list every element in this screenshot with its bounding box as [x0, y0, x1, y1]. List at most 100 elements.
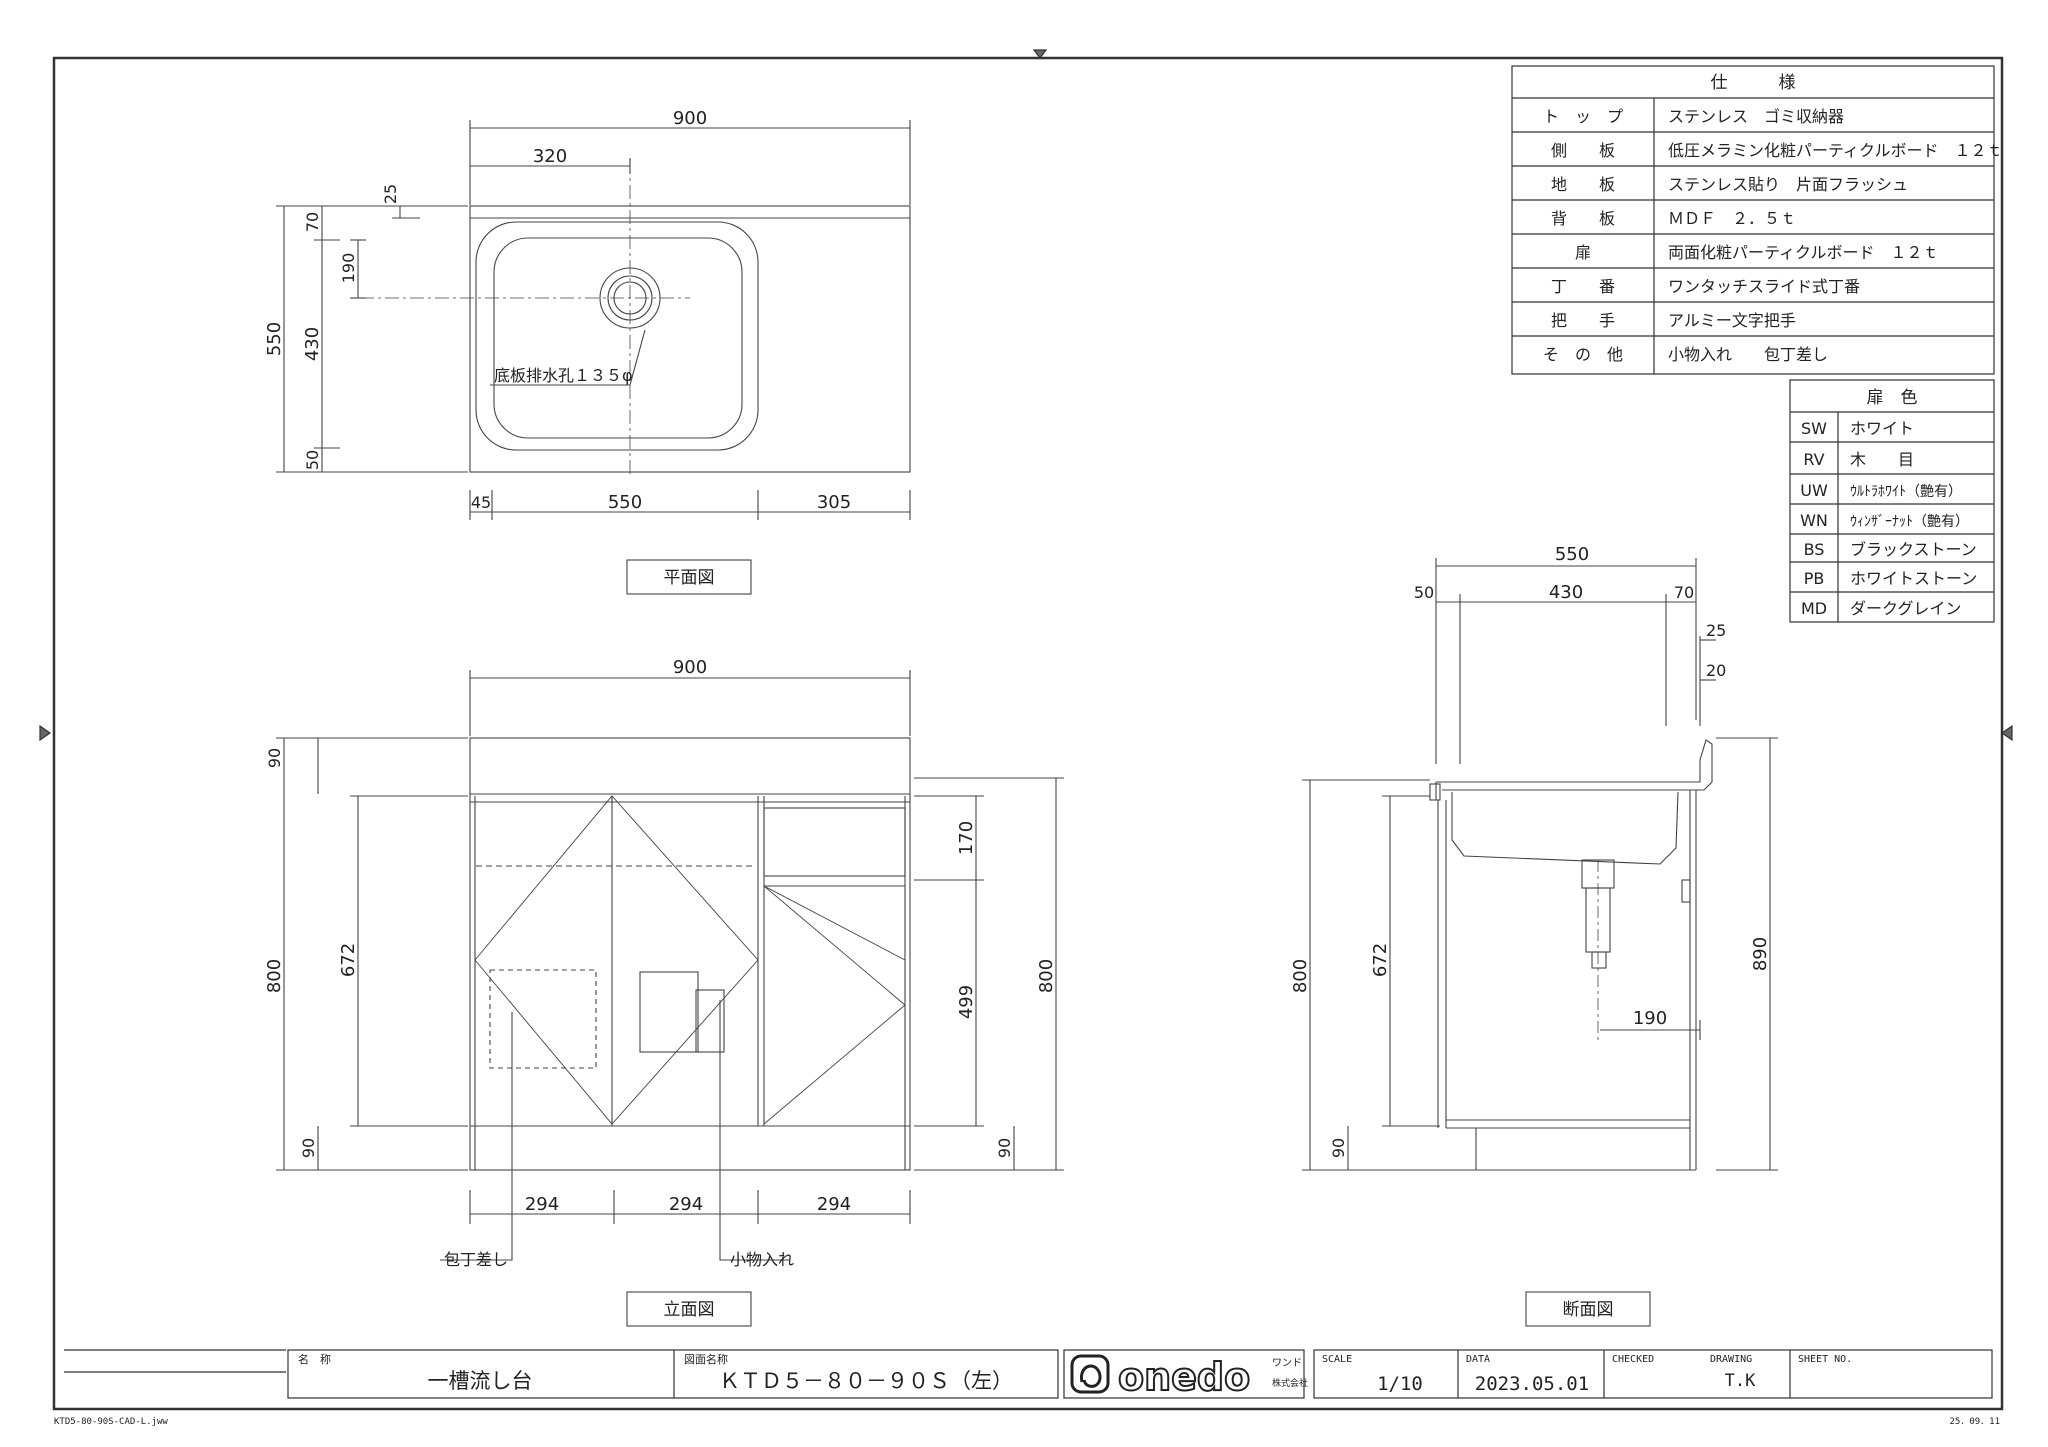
company-logo: onedo	[1118, 1355, 1250, 1399]
color-table-title: 扉 色	[1867, 388, 1918, 408]
onedo-logo-icon	[1070, 1354, 1110, 1394]
spec-label: 丁 番	[1551, 277, 1615, 296]
front-dim-top: 90	[265, 748, 284, 768]
front-dim-bottom: 90	[299, 1138, 318, 1158]
color-code: RV	[1803, 450, 1824, 469]
section-view: 550 50 430 70 25 20 190 800 90 672 890 断…	[1290, 544, 1778, 1327]
color-name: ホワイトストーン	[1850, 569, 1977, 588]
scale-label: SCALE	[1322, 1354, 1352, 1365]
date-value: 2023.05.01	[1475, 1373, 1589, 1395]
checked-label: CHECKED	[1612, 1354, 1654, 1365]
color-code: WN	[1800, 511, 1828, 530]
print-date: 25．09．11	[1949, 1417, 2000, 1427]
plan-view-title: 平面図	[664, 568, 715, 588]
front-view: 900 294 294 294 800 90 90 672 170 499 80…	[264, 657, 1064, 1327]
spec-value: 両面化粧パーティクルボード １２ｔ	[1668, 243, 1939, 262]
section-view-title-box	[1525, 1291, 1651, 1327]
section-dim-70: 70	[1674, 583, 1694, 602]
spec-table-title: 仕 様	[1711, 73, 1796, 93]
front-view-title-box	[626, 1291, 752, 1327]
frame-marker-top	[1032, 49, 1048, 59]
section-dim-bottom: 90	[1329, 1138, 1348, 1158]
spec-value: ＭＤＦ ２．５ｔ	[1668, 209, 1796, 228]
front-dim-w3: 294	[817, 1194, 851, 1215]
date-label: DATA	[1466, 1354, 1490, 1365]
color-code: SW	[1801, 419, 1827, 438]
scale-value: 1/10	[1377, 1373, 1423, 1395]
section-dim-height: 800	[1290, 959, 1311, 993]
spec-label: 扉	[1575, 243, 1591, 262]
front-dim-height-right: 800	[1036, 959, 1057, 993]
spec-table: 仕 様 ト ッ プ ステンレス ゴミ収納器 側 板 低圧メラミン化粧パーティクル…	[1511, 65, 2003, 375]
front-dim-w2: 294	[669, 1194, 703, 1215]
plan-dim-70: 70	[303, 212, 322, 232]
front-dim-bottom-right: 90	[995, 1138, 1014, 1158]
section-dim-drain-offset: 190	[1633, 1008, 1667, 1029]
front-dim-height: 800	[264, 959, 285, 993]
spec-value: 低圧メラミン化粧パーティクルボード １２ｔ	[1668, 141, 2003, 160]
color-name: ブラックストーン	[1850, 540, 1977, 559]
spec-value: ステンレス ゴミ収納器	[1668, 107, 1844, 126]
spec-label: そ の 他	[1543, 345, 1623, 364]
company-logo-sub2: 株式会社	[1272, 1377, 1308, 1389]
spec-label: ト ッ プ	[1543, 107, 1623, 126]
plan-dim-width: 900	[673, 108, 707, 129]
spec-label: 側 板	[1551, 141, 1615, 160]
plan-dim-430: 430	[302, 327, 323, 361]
spec-value: ステンレス貼り 片面フラッシュ	[1668, 175, 1908, 194]
sheet-label: SHEET NO.	[1798, 1354, 1852, 1365]
front-view-title: 立面図	[664, 1300, 715, 1320]
section-view-title: 断面図	[1563, 1300, 1614, 1320]
spec-label: 背 板	[1551, 209, 1615, 228]
plan-view: 900 320 45 550 305 550 70 430 50 190 25 …	[264, 108, 911, 595]
color-code: BS	[1804, 540, 1825, 559]
drawing-name-label: 図面名称	[684, 1352, 728, 1366]
frame-marker-right	[2000, 724, 2013, 742]
product-name: 一槽流し台	[428, 1369, 533, 1393]
section-dim-inner: 672	[1370, 943, 1391, 977]
section-dim-50: 50	[1414, 583, 1434, 602]
spec-value: ワンタッチスライド式丁番	[1668, 277, 1860, 296]
color-table: 扉 色 SW ホワイト RV 木 目 UW ｳﾙﾄﾗﾎﾜｲﾄ（艶有） WN ｳｨ…	[1789, 379, 1995, 623]
front-dim-w1: 294	[525, 1194, 559, 1215]
knife-holder-label: 包丁差し	[444, 1250, 508, 1269]
color-code: PB	[1804, 569, 1825, 588]
drawing-name: ＫＴＤ５－８０－９０Ｓ（左）	[719, 1369, 1013, 1393]
drawing-label: DRAWING	[1710, 1354, 1752, 1365]
plan-view-title-box	[626, 559, 752, 595]
spec-label: 地 板	[1551, 175, 1615, 194]
front-dim-drawer: 170	[956, 821, 977, 855]
color-code: UW	[1800, 481, 1828, 500]
plan-dim-25: 25	[381, 184, 400, 204]
plan-dim-190: 190	[339, 253, 358, 284]
spec-label: 把 手	[1551, 311, 1615, 330]
frame-marker-left	[39, 724, 52, 742]
section-dim-430: 430	[1549, 582, 1583, 603]
front-dim-door: 499	[956, 985, 977, 1019]
name-label: 名 称	[298, 1352, 331, 1366]
section-dim-20: 20	[1706, 661, 1726, 680]
section-dim-25: 25	[1706, 621, 1726, 640]
section-dim-total: 890	[1750, 937, 1771, 971]
color-name: ｳｨﾝｻﾞｰﾅｯﾄ（艶有）	[1850, 514, 1969, 530]
section-dim-depth: 550	[1555, 544, 1589, 565]
front-dim-inner: 672	[338, 943, 359, 977]
small-box-label: 小物入れ	[730, 1250, 794, 1269]
file-name: KTD5-80-90S-CAD-L.jww	[54, 1417, 168, 1427]
plan-dim-50: 50	[303, 450, 322, 470]
color-name: ｳﾙﾄﾗﾎﾜｲﾄ（艶有）	[1850, 484, 1962, 500]
spec-value: アルミー文字把手	[1668, 311, 1796, 330]
plan-dim-bottom-left: 45	[471, 493, 491, 512]
plan-dim-offset: 320	[533, 146, 567, 167]
color-name: ホワイト	[1850, 419, 1914, 438]
spec-value: 小物入れ 包丁差し	[1668, 345, 1828, 364]
color-name: ダークグレイン	[1850, 599, 1961, 618]
plan-drain-label: 底板排水孔１３５φ	[494, 366, 633, 385]
title-block: 名 称 一槽流し台 図面名称 ＫＴＤ５－８０－９０Ｓ（左） onedo ワンド …	[64, 1349, 1993, 1400]
plan-dim-depth: 550	[264, 322, 285, 356]
color-name: 木 目	[1850, 450, 1914, 469]
color-code: MD	[1801, 599, 1827, 618]
drawing-by: T.K	[1725, 1371, 1756, 1391]
front-dim-width: 900	[673, 657, 707, 678]
